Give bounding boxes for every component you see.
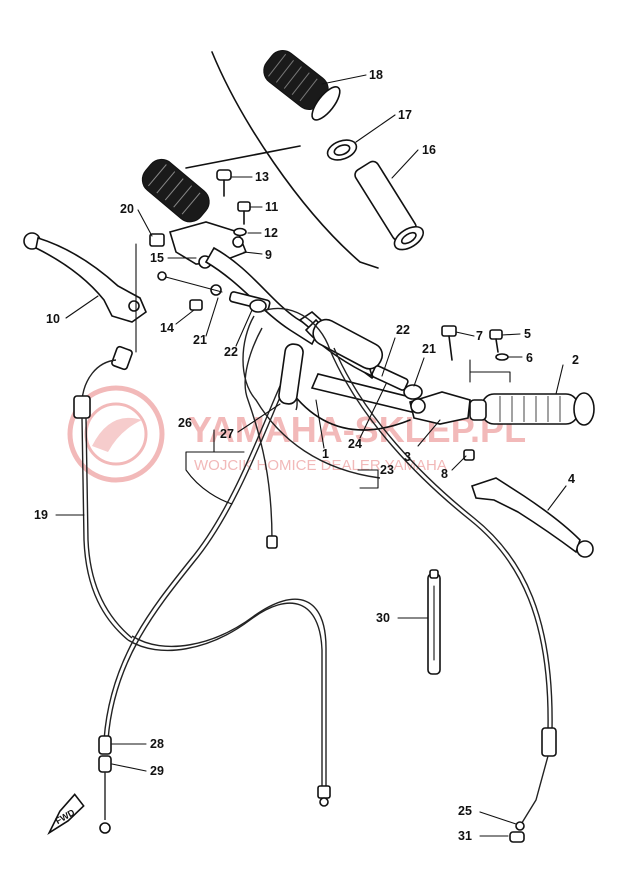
callout-11: 11: [265, 200, 278, 214]
right-grip: [481, 392, 595, 426]
callout-18: 18: [369, 68, 383, 82]
leader-lines: [55, 74, 567, 837]
watermark-sub-text: WOJCIK HOMICE DEALER YAMAHA: [194, 457, 447, 474]
grip-washer: [326, 139, 358, 161]
callout-9: 9: [265, 248, 272, 262]
throttle-grip-rubber: [263, 50, 341, 121]
callout-31: 31: [458, 829, 472, 843]
throttle-cable-adjuster: [371, 365, 423, 400]
callout-labels: 1 2 3 4 5 6 7 8 9 10 11 12 13 14 15 16 1…: [34, 68, 579, 843]
grip-leader-line: [185, 145, 301, 169]
throttle-housing: [409, 391, 471, 425]
callout-21-right: 21: [422, 342, 436, 356]
bolt-13: [216, 169, 232, 197]
nut-8: [463, 449, 475, 461]
washer-6: [495, 353, 509, 361]
callout-6: 6: [526, 351, 533, 365]
callout-19: 19: [34, 508, 48, 522]
callout-24: 24: [348, 437, 362, 451]
pivot-bolt-head: [157, 271, 167, 281]
callout-1: 1: [322, 447, 329, 461]
callout-27: 27: [220, 427, 234, 441]
bolt-11: [237, 201, 251, 225]
nut-14: [189, 299, 203, 311]
callout-8: 8: [441, 467, 448, 481]
bracket-26: [185, 429, 245, 505]
nut-20: [149, 233, 165, 247]
pivot-bolt: [161, 275, 223, 293]
bolt-7: [441, 325, 457, 361]
callout-25: 25: [458, 804, 472, 818]
callout-28: 28: [150, 737, 164, 751]
callout-2: 2: [572, 353, 579, 367]
callout-3: 3: [404, 450, 411, 464]
callout-15: 15: [150, 251, 164, 265]
cable-end-31: [509, 831, 525, 843]
callout-26: 26: [178, 416, 192, 430]
grip-collar: [469, 399, 487, 421]
fwd-direction-marker: FWD: [47, 793, 85, 835]
clutch-cable: [73, 345, 331, 807]
bolt-5: [489, 329, 503, 353]
callout-20: 20: [120, 202, 134, 216]
clutch-lever: [23, 232, 147, 323]
clutch-cable-adjuster: [210, 284, 271, 313]
bracket-23: [357, 469, 379, 489]
callout-13: 13: [255, 170, 269, 184]
cable-end-25: [515, 821, 525, 831]
callout-5: 5: [524, 327, 531, 341]
callout-22-left: 22: [224, 345, 238, 359]
throttle-tube: [354, 160, 425, 251]
callout-12: 12: [264, 226, 278, 240]
callout-16: 16: [422, 143, 436, 157]
callout-30: 30: [376, 611, 390, 625]
callout-4: 4: [568, 472, 575, 486]
callout-23: 23: [380, 463, 394, 477]
throttle-cable-1: [98, 327, 304, 834]
callout-29: 29: [150, 764, 164, 778]
cable-band: [427, 569, 441, 675]
brake-lever: [470, 477, 594, 558]
callout-10: 10: [46, 312, 60, 326]
bracket-lines: [469, 359, 511, 383]
callout-17: 17: [398, 108, 412, 122]
callout-21-left: 21: [193, 333, 207, 347]
callout-22-right: 22: [396, 323, 410, 337]
left-grip: [141, 158, 210, 223]
grip-inset-frame: [211, 51, 379, 269]
callout-7: 7: [476, 329, 483, 343]
throttle-cable-2: [242, 307, 557, 827]
washer-12: [233, 227, 247, 237]
handlebar-pad: [312, 318, 384, 370]
callout-14: 14: [160, 321, 174, 335]
